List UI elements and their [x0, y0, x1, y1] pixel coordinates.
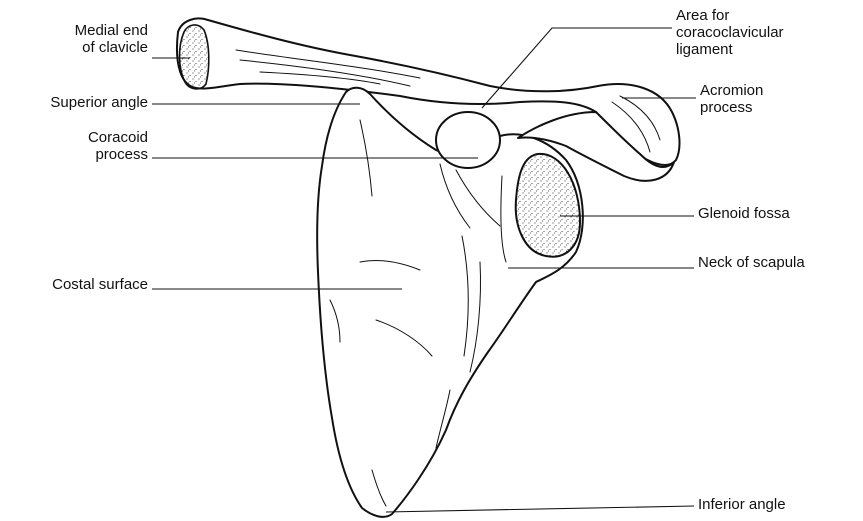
label-area-line1: Area for [676, 7, 784, 24]
label-acromion-line1: Acromion [700, 82, 763, 99]
label-neck-of-scapula-text: Neck of scapula [698, 254, 805, 271]
label-area-line3: ligament [676, 41, 784, 58]
label-area-line2: coracoclavicular [676, 24, 784, 41]
label-superior-angle-text: Superior angle [50, 94, 148, 111]
label-neck-of-scapula: Neck of scapula [698, 254, 805, 271]
label-costal-surface-text: Costal surface [52, 276, 148, 293]
label-area-ligament: Area for coracoclavicular ligament [676, 7, 784, 58]
label-superior-angle: Superior angle [0, 94, 148, 111]
label-coracoid: Coracoid process [20, 129, 148, 163]
label-inferior-angle: Inferior angle [698, 496, 786, 513]
medial-end-face [180, 25, 209, 89]
label-costal-surface: Costal surface [0, 276, 148, 293]
coracoid-process [436, 112, 500, 168]
label-glenoid-fossa-text: Glenoid fossa [698, 205, 790, 222]
label-acromion-line2: process [700, 99, 763, 116]
label-medial-end: Medial end of clavicle [20, 22, 148, 56]
label-medial-end-line2: of clavicle [20, 39, 148, 56]
label-medial-end-line1: Medial end [20, 22, 148, 39]
label-inferior-angle-text: Inferior angle [698, 496, 786, 513]
label-glenoid-fossa: Glenoid fossa [698, 205, 790, 222]
label-coracoid-line2: process [20, 146, 148, 163]
label-coracoid-line1: Coracoid [20, 129, 148, 146]
label-acromion: Acromion process [700, 82, 763, 116]
leader-inferior-angle [386, 506, 694, 512]
